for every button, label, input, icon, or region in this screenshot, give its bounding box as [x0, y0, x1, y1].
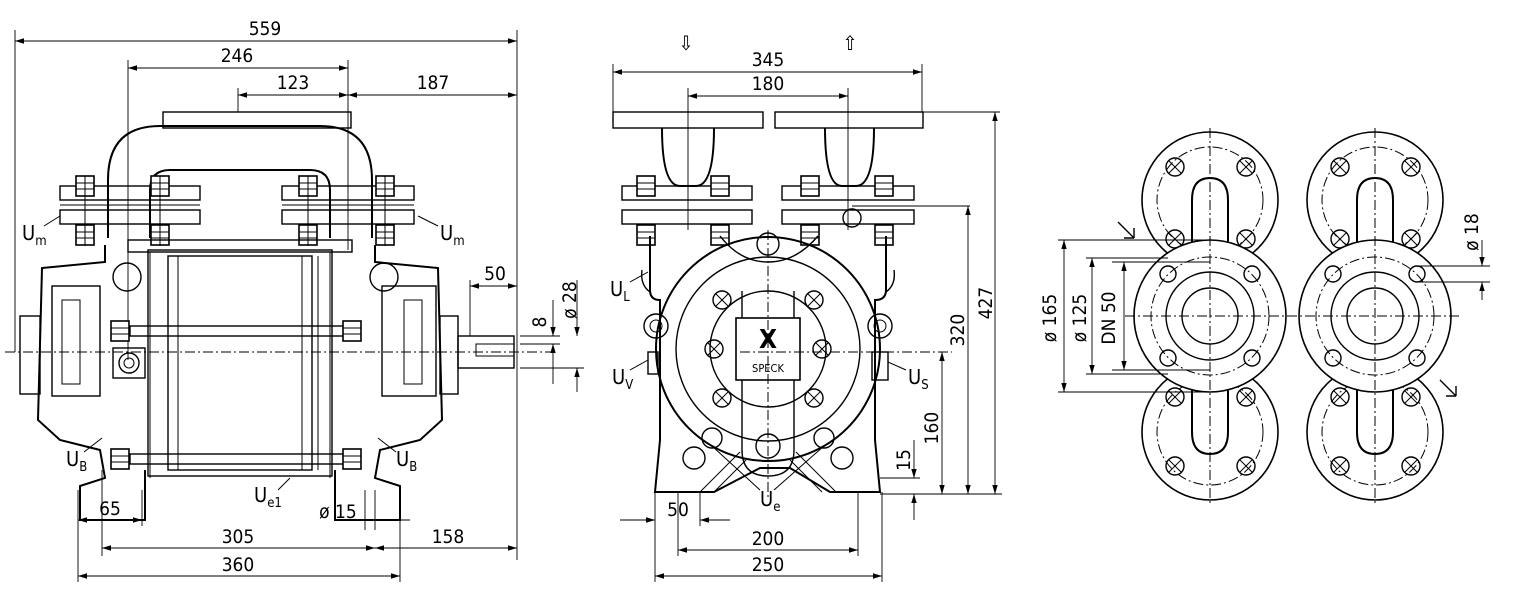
- side-bottom-dims: 50 200 250: [620, 492, 883, 582]
- port-um-left: U: [22, 221, 35, 245]
- port-ul: U: [610, 277, 623, 301]
- port-us-sub: S: [921, 378, 928, 393]
- port-ub-right-sub: B: [409, 460, 417, 475]
- dim-250: 250: [752, 554, 785, 576]
- port-us: U: [908, 365, 921, 389]
- svg-text:Um: Um: [440, 221, 465, 249]
- front-view: 559 246 123 187: [5, 18, 584, 582]
- svg-text:UB: UB: [66, 447, 87, 475]
- dim-180: 180: [752, 73, 785, 95]
- dim-dia-15: ø 15: [319, 501, 357, 523]
- flange-dims: ø 165 ø 125 DN 50 ø 18: [1039, 213, 1490, 393]
- dim-200: 200: [752, 528, 785, 550]
- side-view: ⇩ ⇧ 345 180: [610, 31, 1002, 582]
- dim-559: 559: [249, 18, 282, 40]
- front-bearings: [19, 285, 515, 397]
- front-manifold-pipe: [107, 111, 373, 238]
- front-port-labels: Um Um UB UB Ue1: [22, 215, 465, 511]
- port-ue1: U: [254, 483, 267, 507]
- side-right-dims: 427 320 160 15: [880, 112, 1002, 520]
- dim-dia-28: ø 28: [559, 281, 581, 319]
- dim-dn50: DN 50: [1098, 291, 1120, 344]
- outlet-arrow: ⇧: [842, 31, 857, 55]
- port-ub-right: U: [396, 447, 409, 471]
- dim-15: 15: [893, 449, 915, 471]
- flange-view: ø 165 ø 125 DN 50 ø 18: [1039, 128, 1490, 506]
- port-um-left-sub: m: [35, 234, 46, 249]
- dim-dia-18: ø 18: [1461, 213, 1483, 251]
- dim-50-shaft: 50: [484, 263, 506, 285]
- flange-column-right: [1298, 128, 1452, 506]
- dim-dia-165: ø 165: [1039, 294, 1061, 343]
- side-port-labels: UL UV US Ue: [610, 271, 929, 515]
- dim-65: 65: [99, 498, 121, 520]
- dim-158: 158: [432, 526, 465, 548]
- flange-column-left: [1133, 128, 1287, 506]
- front-pump-body: [36, 239, 444, 521]
- dim-187: 187: [417, 72, 450, 94]
- port-ul-sub: L: [623, 290, 630, 305]
- dim-8: 8: [529, 317, 551, 328]
- port-um-right-sub: m: [453, 234, 464, 249]
- svg-text:UL: UL: [610, 277, 630, 305]
- dim-123: 123: [277, 72, 310, 94]
- side-top-dims: 345 180: [612, 49, 923, 230]
- port-ue: U: [760, 487, 773, 511]
- front-shaft-dims: 50 8 ø 28: [469, 263, 584, 392]
- dim-246: 246: [221, 45, 254, 67]
- svg-text:UV: UV: [612, 365, 633, 393]
- port-ue1-sub: e1: [267, 496, 282, 511]
- port-um-right: U: [440, 221, 453, 245]
- dim-345: 345: [752, 49, 785, 71]
- port-uv: U: [612, 365, 625, 389]
- dim-305: 305: [222, 526, 255, 548]
- dim-320: 320: [947, 314, 969, 347]
- port-ub-left-sub: B: [79, 460, 87, 475]
- side-top-flanges: [612, 111, 1000, 246]
- flange-flow-arrows: [1117, 221, 1457, 397]
- port-ub-left: U: [66, 447, 79, 471]
- dim-dia-125: ø 125: [1069, 294, 1091, 343]
- dim-360: 360: [222, 554, 255, 576]
- port-uv-sub: V: [625, 378, 633, 393]
- port-ue-sub: e: [773, 500, 780, 515]
- speck-logo-text: SPECK: [752, 362, 784, 375]
- front-top-dimensions: 559 246 123 187: [14, 18, 518, 560]
- dim-427: 427: [975, 287, 997, 320]
- svg-text:Um: Um: [22, 221, 47, 249]
- front-flanges: [59, 175, 415, 246]
- inlet-arrow: ⇩: [678, 31, 693, 55]
- svg-text:UB: UB: [396, 447, 417, 475]
- svg-text:Ue1: Ue1: [254, 483, 282, 511]
- dim-160: 160: [921, 412, 943, 445]
- svg-text:US: US: [908, 365, 929, 393]
- svg-text:Ue: Ue: [760, 487, 780, 515]
- front-bottom-dims: 65 ø 15 305 158 360: [77, 470, 517, 582]
